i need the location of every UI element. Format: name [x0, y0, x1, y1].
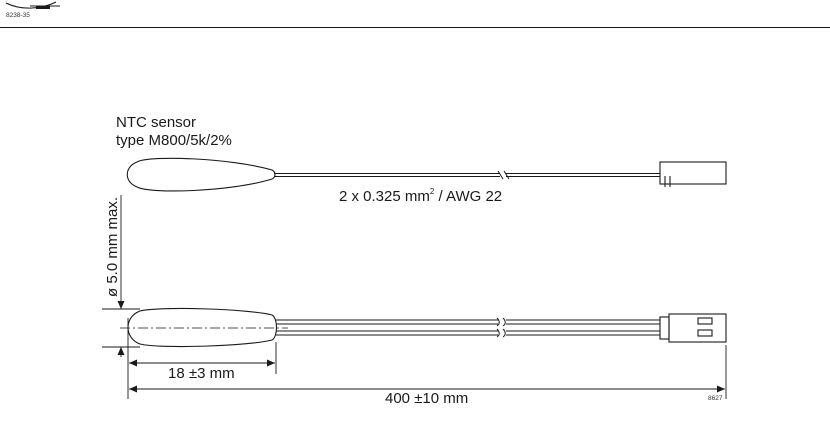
dimension-lines — [102, 195, 727, 399]
sensor-title: NTC sensor — [116, 114, 197, 131]
connector-top — [659, 161, 727, 185]
cable-spec-suffix: / AWG 22 — [434, 188, 503, 205]
sensor-head-side — [127, 307, 278, 348]
figure-ref: 8627 — [708, 395, 723, 402]
sensor-head-top — [126, 157, 276, 192]
sensor-top-view — [126, 157, 727, 192]
diameter-dimension: ø 5.0 mm max. — [104, 196, 121, 297]
previous-figure-fragment — [5, 1, 60, 9]
cable-spec-exponent: 2 — [429, 187, 435, 196]
cable-spec: 2 x 0.325 mm2 / AWG 22 — [339, 187, 503, 205]
sensor-side-view — [120, 307, 727, 348]
head-length-dimension: 18 ±3 mm — [168, 365, 235, 382]
total-length-dimension: 400 ±10 mm — [385, 390, 469, 407]
sensor-type: type M800/5k/2% — [116, 132, 232, 149]
previous-figure-ref: 8238-35 — [6, 12, 30, 19]
cable-spec-prefix: 2 x 0.325 mm — [339, 188, 430, 205]
